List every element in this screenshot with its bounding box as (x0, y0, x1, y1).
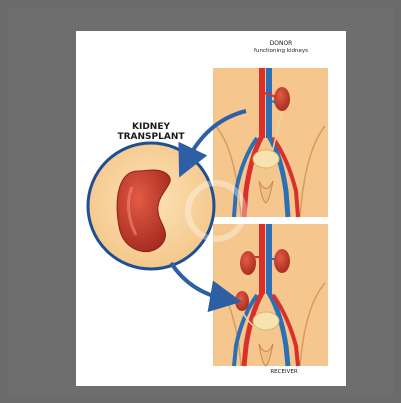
receiver-torso (213, 224, 328, 366)
receiver-aorta (259, 224, 265, 294)
donor-torso (213, 68, 328, 217)
donor-sublabel: functioning kidneys (230, 48, 332, 55)
receiver-label: RECEIVER (254, 369, 314, 376)
receiver-vena-cava (266, 224, 272, 294)
donor-vena-cava (266, 68, 272, 138)
donor-kidney-right (274, 87, 290, 111)
receiver-bladder (253, 312, 279, 330)
transplanted-kidney (235, 291, 249, 311)
donor-aorta (259, 68, 265, 138)
kidney-transplant-illustration (76, 31, 346, 386)
illustration-card: DONOR functioning kidneys KIDNEY TRANSPL… (76, 31, 346, 386)
receiver-kidney-right (274, 249, 290, 273)
receiver-kidney-left (240, 251, 256, 275)
diagram-title: KIDNEY TRANSPLANT (104, 122, 198, 142)
kidney-magnifier (88, 143, 214, 269)
donor-bladder (253, 150, 279, 168)
donor-label: DONOR (238, 40, 324, 47)
